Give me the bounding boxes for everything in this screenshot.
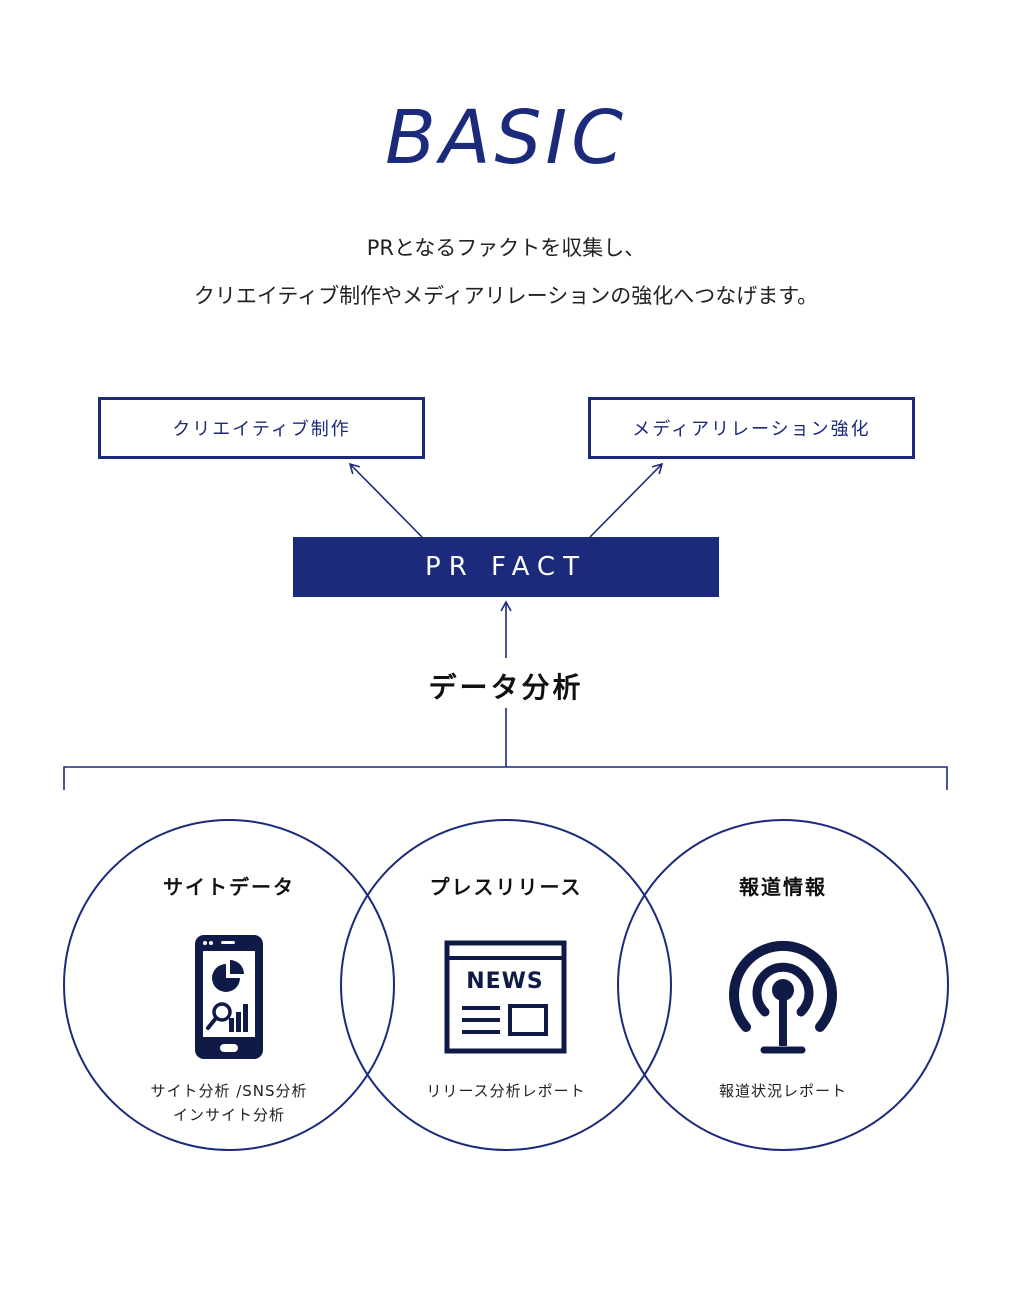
connector-bracket [63,766,948,790]
arrow-to-media [589,462,664,538]
circle-news-info [617,819,949,1151]
broadcast-icon [729,940,837,1054]
site-data-desc-1: サイト分析 /SNS分析 [150,1082,308,1100]
arrow-to-creative [348,462,423,538]
news-info-title: 報道情報 [739,875,827,899]
output-box-media: メディアリレーション強化 [588,397,915,459]
pr-fact-label: PR FACT [425,552,587,582]
news-icon: NEWS [444,940,567,1054]
news-info-desc: 報道状況レポート [718,1082,847,1100]
pr-fact-box: PR FACT [293,537,719,597]
output-box-creative-label: クリエイティブ制作 [172,419,351,440]
site-data-desc-2: インサイト分析 [172,1106,285,1124]
site-data-title: サイトデータ [163,875,295,899]
lead-text-line-1: PRとなるファクトを収集し、 [366,236,646,260]
circle-press-release [340,819,672,1151]
output-box-creative: クリエイティブ制作 [98,397,425,459]
press-release-title: プレスリリース [429,875,583,899]
data-analysis-label: データ分析 [428,671,584,704]
press-release-desc: リリース分析レポート [426,1082,586,1100]
output-box-media-label: メディアリレーション強化 [632,419,871,440]
circle-site-data [63,819,395,1151]
news-icon-label: NEWS [466,969,544,994]
lead-text-line-2: クリエイティブ制作やメディアリレーションの強化へつなげます。 [193,284,819,308]
page-title: BASIC [385,95,627,181]
smartphone-analytics-icon [195,935,263,1059]
